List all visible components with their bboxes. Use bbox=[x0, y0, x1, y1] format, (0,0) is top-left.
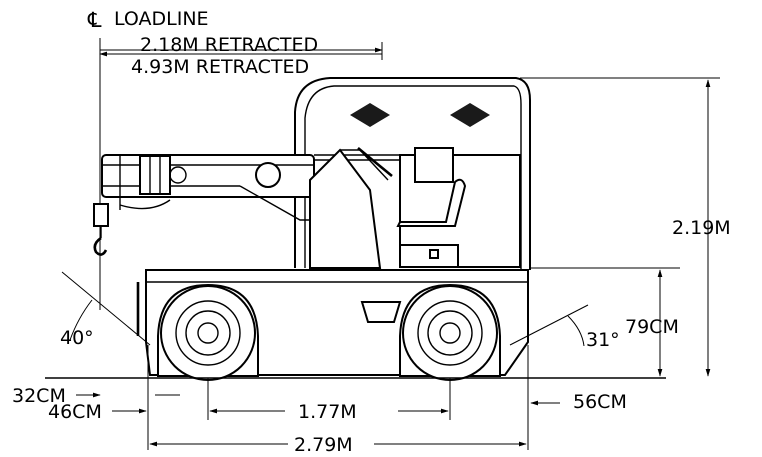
length-dimensions: 32CM 46CM 56CM 1.77M 2.79M bbox=[12, 345, 627, 456]
operator-area bbox=[309, 146, 521, 269]
height-dimensions: 2.19M 79CM bbox=[520, 77, 731, 377]
rear-wheel bbox=[399, 283, 501, 381]
crane-vehicle bbox=[93, 77, 531, 381]
crane-hook bbox=[93, 203, 109, 256]
boom-retracted-vertical-label: 4.93M RETRACTED bbox=[131, 56, 309, 78]
rear-overhang-label: 56CM bbox=[573, 391, 627, 413]
approach-angle: 40° bbox=[60, 271, 151, 349]
vent-grille-right bbox=[450, 103, 490, 127]
front-angle-label: 40° bbox=[60, 327, 94, 349]
front-overhang-1-label: 32CM bbox=[12, 385, 66, 407]
boom-retracted-horizontal-label: 2.18M RETRACTED bbox=[140, 34, 318, 56]
loadline-label: LOADLINE bbox=[114, 8, 209, 30]
vent-grille-left bbox=[350, 103, 390, 127]
centerline-symbol: ℄ bbox=[87, 8, 102, 32]
front-overhang-2-label: 46CM bbox=[48, 401, 102, 423]
deck-height-label: 79CM bbox=[625, 316, 679, 338]
boom-dimension-lines: 2.18M RETRACTED 4.93M RETRACTED bbox=[99, 34, 383, 78]
boom bbox=[101, 154, 520, 221]
front-wheel bbox=[157, 283, 259, 381]
rear-angle-label: 31° bbox=[586, 329, 620, 351]
overall-height-label: 2.19M bbox=[672, 217, 731, 239]
departure-angle: 31° bbox=[509, 304, 620, 351]
loadline-centerline: ℄ LOADLINE bbox=[87, 8, 209, 310]
operator-seat bbox=[396, 178, 467, 227]
wheelbase-label: 1.77M bbox=[298, 401, 357, 423]
overall-length-label: 2.79M bbox=[294, 434, 353, 456]
